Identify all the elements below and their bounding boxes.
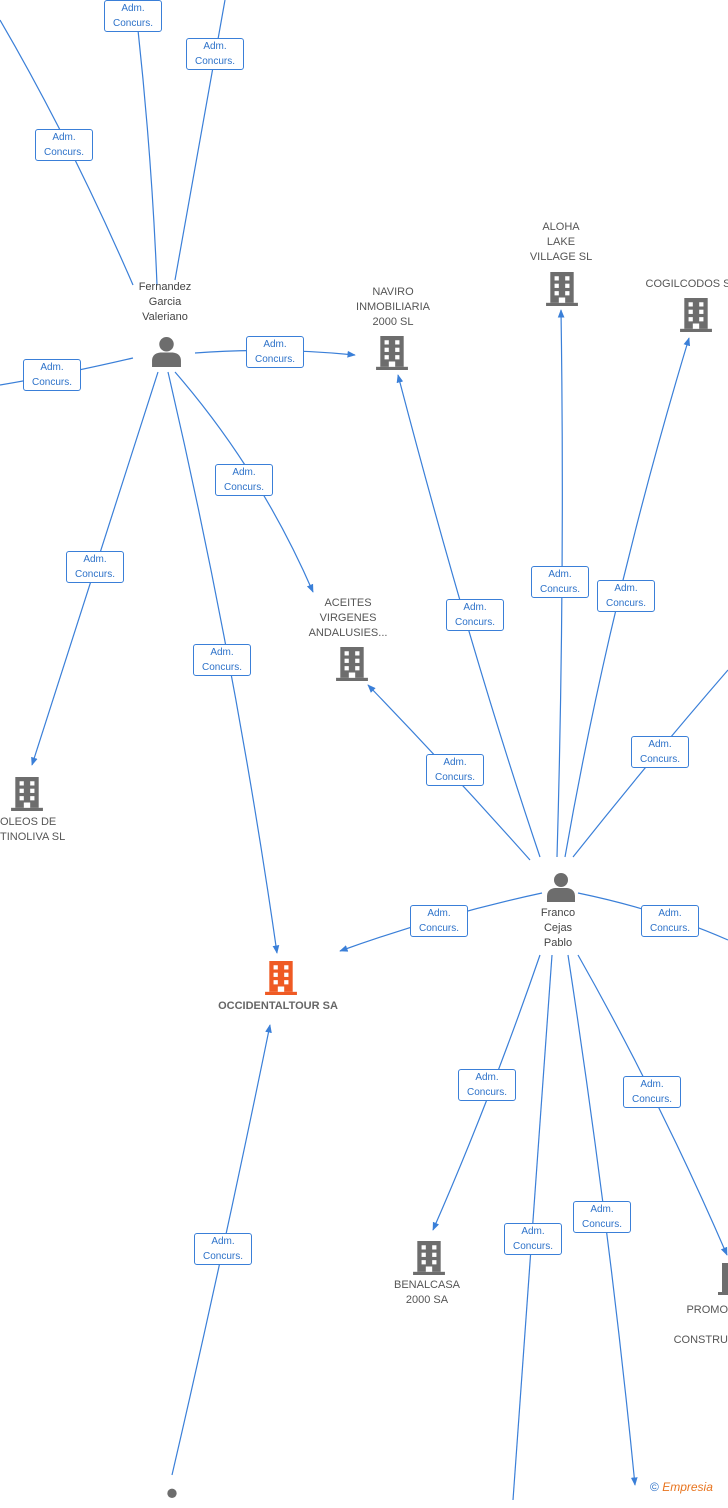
person-icon[interactable] [161,1488,183,1508]
person-icon[interactable] [151,336,182,367]
node-label-promo[interactable]: PROMO CONSTRU [673,1304,728,1346]
role-badge[interactable]: Adm. Concurs. [193,644,251,676]
role-badge[interactable]: Adm. Concurs. [215,464,273,496]
role-badge[interactable]: Adm. Concurs. [623,1076,681,1108]
role-badge[interactable]: Adm. Concurs. [573,1201,631,1233]
node-label-oleos[interactable]: OLEOS DE TINOLIVA SL [0,816,66,843]
role-badge[interactable]: Adm. Concurs. [597,580,655,612]
node-label-cogilcodos[interactable]: COGILCODOS S [645,278,728,290]
node-label-franco[interactable]: Franco Cejas Pablo [540,907,576,949]
role-badge[interactable]: Adm. Concurs. [531,566,589,598]
building-icon[interactable] [718,1262,728,1296]
node-label-fernandez[interactable]: Fernandez Garcia Valeriano [138,281,192,323]
role-badge[interactable]: Adm. Concurs. [66,551,124,583]
building-icon[interactable] [11,777,43,811]
copyright-symbol: © [650,1480,659,1494]
role-badge[interactable]: Adm. Concurs. [631,736,689,768]
node-label-occidentaltour[interactable]: OCCIDENTALTOUR SA [218,1000,338,1012]
node-label-benalcasa[interactable]: BENALCASA 2000 SA [393,1279,461,1306]
role-badge[interactable]: Adm. Concurs. [186,38,244,70]
building-icon[interactable] [546,272,578,306]
node-label-naviro[interactable]: NAVIRO INMOBILIARIA 2000 SL [356,286,430,328]
building-icon-main[interactable] [265,961,297,995]
building-icon[interactable] [413,1241,445,1275]
building-icon[interactable] [336,647,368,681]
role-badge[interactable]: Adm. Concurs. [35,129,93,161]
role-badge[interactable]: Adm. Concurs. [194,1233,252,1265]
role-badge[interactable]: Adm. Concurs. [246,336,304,368]
role-badge[interactable]: Adm. Concurs. [410,905,468,937]
role-badge[interactable]: Adm. Concurs. [641,905,699,937]
person-icon[interactable] [546,872,576,902]
edge-line [174,0,226,281]
brand-logo-text[interactable]: Empresia [662,1480,713,1494]
copyright-notice: © Empresia [650,1480,713,1494]
node-label-aceites[interactable]: ACEITES VIRGENES ANDALUSIES... [308,597,388,639]
edge-line [396,374,541,858]
role-badge[interactable]: Adm. Concurs. [504,1223,562,1255]
building-icon[interactable] [680,298,712,332]
role-badge[interactable]: Adm. Concurs. [458,1069,516,1101]
edge-line [137,29,158,286]
role-badge[interactable]: Adm. Concurs. [446,599,504,631]
role-badge[interactable]: Adm. Concurs. [426,754,484,786]
node-label-aloha[interactable]: ALOHA LAKE VILLAGE SL [529,221,593,263]
role-badge[interactable]: Adm. Concurs. [23,359,81,391]
role-badge[interactable]: Adm. Concurs. [104,0,162,32]
building-icon[interactable] [376,336,408,370]
